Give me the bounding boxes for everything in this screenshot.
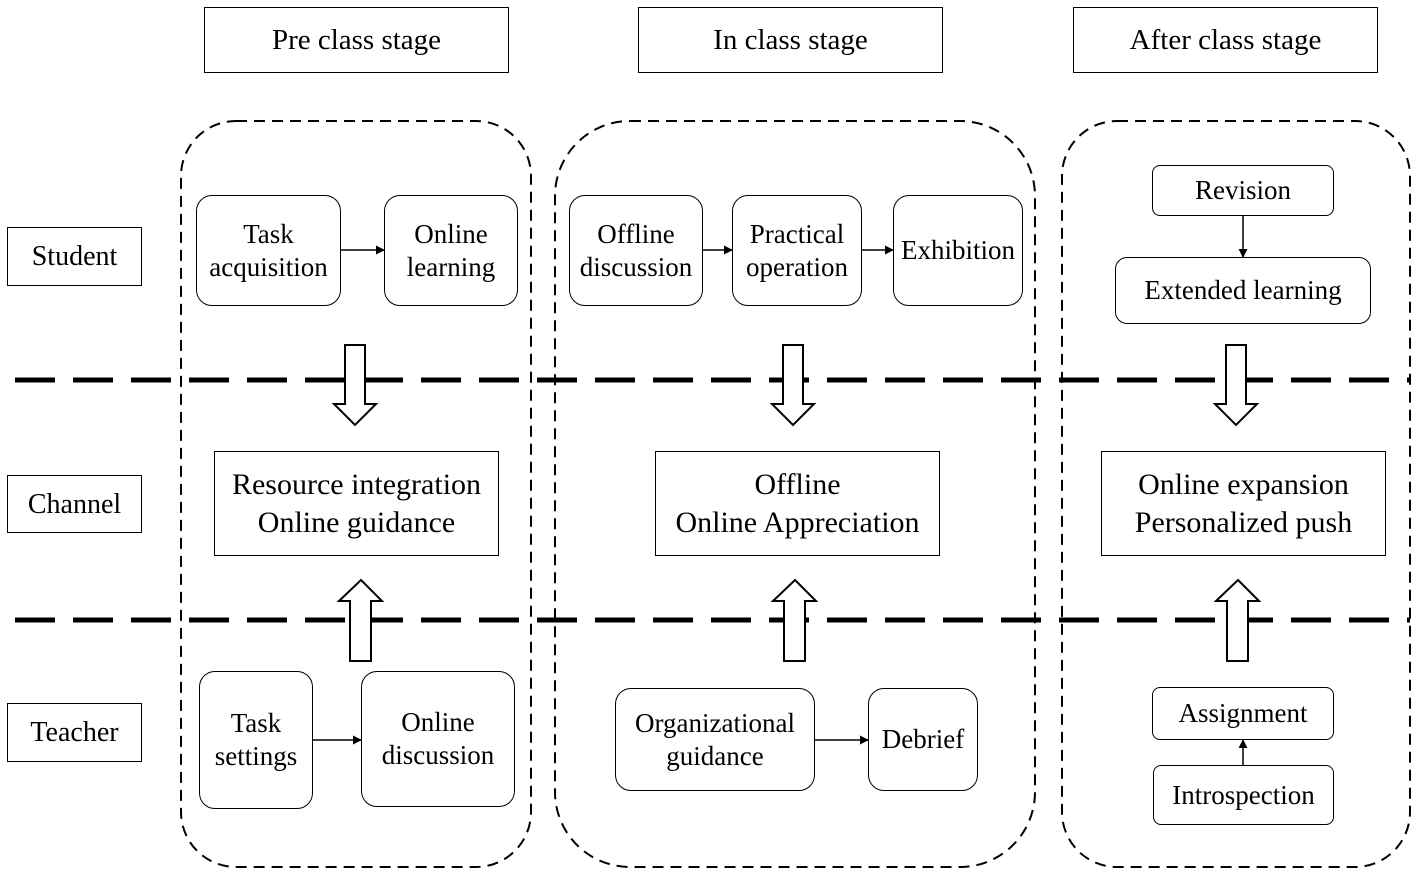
in-class-container: [554, 120, 1036, 868]
block-arrow-down-in: [769, 344, 817, 427]
node-practical-operation: Practical operation: [732, 195, 862, 306]
block-arrow-up-in: [770, 578, 819, 662]
block-arrow-up-pre: [336, 578, 385, 662]
block-arrow-up-after: [1213, 578, 1262, 662]
role-label-teacher: Teacher: [7, 703, 142, 762]
node-task-settings: Task settings: [199, 671, 313, 809]
channel-in: Offline Online Appreciation: [655, 451, 940, 556]
node-revision: Revision: [1152, 165, 1334, 216]
stage-header-pre: Pre class stage: [204, 7, 509, 73]
stage-header-after: After class stage: [1073, 7, 1378, 73]
node-organizational-guidance: Organizational guidance: [615, 688, 815, 791]
node-debrief: Debrief: [868, 688, 978, 791]
node-introspection: Introspection: [1153, 765, 1334, 825]
node-online-discussion: Online discussion: [361, 671, 515, 807]
channel-pre: Resource integration Online guidance: [214, 451, 499, 556]
node-task-acquisition: Task acquisition: [196, 195, 341, 306]
node-online-learning: Online learning: [384, 195, 518, 306]
node-extended-learning: Extended learning: [1115, 257, 1371, 324]
role-label-student: Student: [7, 227, 142, 286]
stage-header-in: In class stage: [638, 7, 943, 73]
node-exhibition: Exhibition: [893, 195, 1023, 306]
role-label-channel: Channel: [7, 475, 142, 533]
after-class-container: [1061, 120, 1411, 868]
block-arrow-down-after: [1212, 344, 1260, 427]
pre-class-container: [180, 120, 532, 868]
block-arrow-down-pre: [331, 344, 379, 427]
channel-after: Online expansion Personalized push: [1101, 451, 1386, 556]
node-offline-discussion: Offline discussion: [569, 195, 703, 306]
node-assignment: Assignment: [1152, 687, 1334, 740]
